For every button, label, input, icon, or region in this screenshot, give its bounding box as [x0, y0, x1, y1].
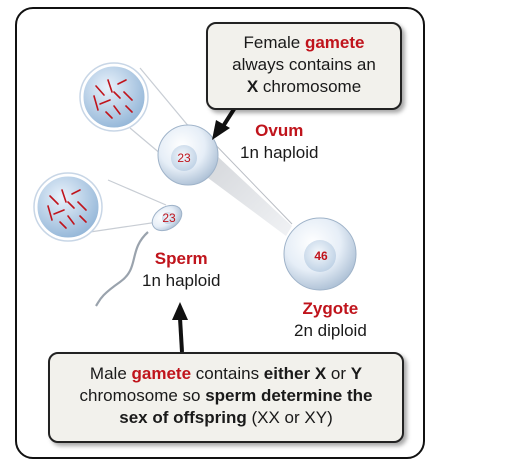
callout-bold: X [246, 77, 259, 96]
sperm-subtitle: 1n haploid [142, 271, 221, 290]
callout-text: chromosome [258, 77, 362, 96]
callout-highlight: gamete [304, 33, 365, 52]
ovum-label: Ovum 1n haploid [240, 120, 318, 164]
bottom-callout-arrow [172, 302, 188, 353]
top-callout-arrow [212, 104, 238, 140]
callout-text: Male [89, 364, 132, 383]
ovum-subtitle: 1n haploid [240, 143, 319, 162]
callout-text: (XX or XY) [246, 408, 333, 427]
callout-bold: either X [263, 364, 327, 383]
callout-bold: sex of offspring [119, 408, 247, 427]
ovum-count: 23 [177, 151, 191, 165]
sperm-label: Sperm 1n haploid [142, 248, 220, 292]
ovum-title: Ovum [255, 121, 304, 140]
callout-text: or [326, 364, 351, 383]
sperm-count: 23 [162, 211, 176, 225]
callout-text: chromosome so [79, 386, 206, 405]
zygote-count: 46 [314, 249, 328, 263]
callout-text: Female [243, 33, 305, 52]
sperm-cell [95, 204, 183, 307]
zygote-subtitle: 2n diploid [294, 321, 367, 340]
male-gamete-callout: Male gamete contains either X or Y chrom… [48, 352, 404, 443]
sperm-title: Sperm [154, 249, 208, 268]
ovum-cell [157, 124, 219, 186]
zygote-title: Zygote [302, 299, 359, 318]
callout-text: always contains an [232, 55, 376, 74]
zygote-cell [283, 217, 357, 291]
fertilization-cone [200, 140, 292, 236]
callout-bold: Y [350, 364, 363, 383]
callout-highlight: gamete [131, 364, 192, 383]
sperm-chromosome-magnifier [33, 172, 103, 242]
callout-bold: sperm determine the [205, 386, 373, 405]
zygote-label: Zygote 2n diploid [294, 298, 367, 342]
cone-edge [206, 135, 293, 225]
ovum-chromosome-magnifier [79, 62, 149, 132]
callout-text: contains [191, 364, 264, 383]
female-gamete-callout: Female gamete always contains an X chrom… [206, 22, 402, 110]
